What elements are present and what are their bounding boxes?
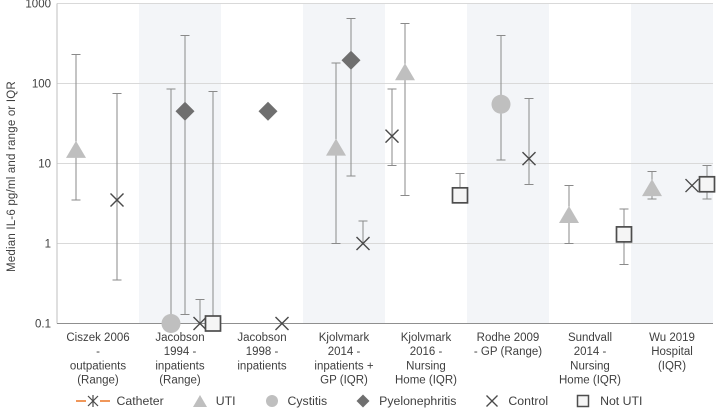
- legend-marker-xmark-icon: [486, 395, 499, 407]
- data-point-not-uti: [451, 186, 469, 204]
- y-tick-label: 1000: [25, 0, 51, 11]
- data-point-control: [110, 192, 124, 207]
- legend-item-uti: UTI: [190, 393, 236, 409]
- legend-label: Cystitis: [287, 394, 328, 408]
- data-point-control: [385, 129, 399, 144]
- legend-marker-circle-icon: [265, 395, 278, 407]
- y-tick-label: 0.1: [35, 319, 51, 331]
- chart-legend: Catheter UTI Cystitis Pyelonephritis Control…: [0, 389, 717, 413]
- legend-label: Catheter: [116, 394, 164, 408]
- data-point-control: [685, 178, 699, 193]
- data-point-uti: [395, 63, 415, 81]
- data-point-control: [193, 316, 207, 331]
- data-point-uti: [642, 179, 662, 197]
- data-point-not-uti: [698, 175, 716, 193]
- data-point-control: [522, 151, 536, 166]
- data-point-control: [275, 316, 289, 331]
- data-point-uti: [326, 138, 346, 156]
- legend-marker-square-icon: [576, 394, 590, 408]
- data-point-control: [356, 236, 370, 251]
- legend-label: Pyelonephritis: [379, 394, 457, 408]
- legend-item-catheter: Catheter: [75, 393, 164, 409]
- y-tick-label: 1: [45, 239, 51, 251]
- x-group-label: Rodhe 2009- GP (Range): [474, 332, 542, 358]
- data-point-not-uti: [615, 226, 633, 243]
- legend-item-cystitis: Cystitis: [262, 393, 328, 409]
- legend-label: Control: [508, 394, 549, 408]
- legend-item-control: Control: [482, 393, 548, 409]
- legend-label: Not UTI: [600, 394, 643, 408]
- data-point-pyelonephritis: [175, 101, 195, 121]
- data-point-cystitis: [161, 314, 181, 333]
- data-point-pyelonephritis: [258, 101, 278, 121]
- data-point-not-uti: [204, 315, 222, 332]
- data-point-cystitis: [491, 94, 511, 114]
- legend-item-pyelonephritis: Pyelonephritis: [353, 393, 456, 409]
- legend-item-not-uti: Not UTI: [574, 393, 642, 409]
- legend-label: UTI: [215, 394, 236, 408]
- y-tick-label: 10: [38, 159, 51, 171]
- data-point-pyelonephritis: [341, 50, 361, 70]
- data-point-uti: [559, 206, 579, 224]
- legend-marker-catheter-icon: [75, 395, 110, 407]
- data-point-uti: [66, 140, 86, 158]
- legend-marker-diamond-icon: [356, 394, 370, 408]
- legend-marker-triangle-icon: [192, 395, 207, 407]
- y-tick-label: 100: [32, 79, 51, 91]
- x-group-label: Ciszek 2006-outpatients(Range): [66, 332, 129, 387]
